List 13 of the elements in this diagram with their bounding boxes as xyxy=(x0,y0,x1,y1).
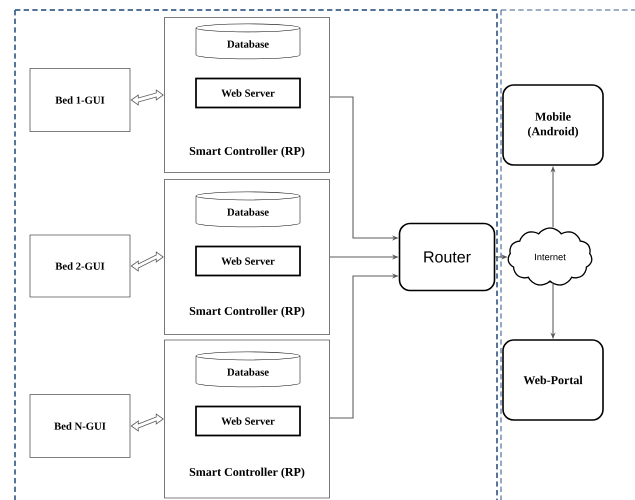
database-cylinder: Database xyxy=(196,352,300,388)
gui-box: Bed N-GUI xyxy=(30,394,130,458)
gui-box: Bed 1-GUI xyxy=(30,68,130,132)
server-box: Web Server xyxy=(195,406,301,436)
gui-box: Bed 2-GUI xyxy=(30,234,130,298)
database-cylinder: Database xyxy=(196,192,300,228)
database-cylinder: Database xyxy=(196,24,300,60)
device-box: Mobile (Android) xyxy=(502,84,604,166)
router-box: Router xyxy=(398,222,496,292)
internet-cloud: Internet xyxy=(508,227,592,286)
server-box: Web Server xyxy=(195,246,301,276)
device-box: Web-Portal xyxy=(502,339,604,421)
server-box: Web Server xyxy=(195,78,301,108)
